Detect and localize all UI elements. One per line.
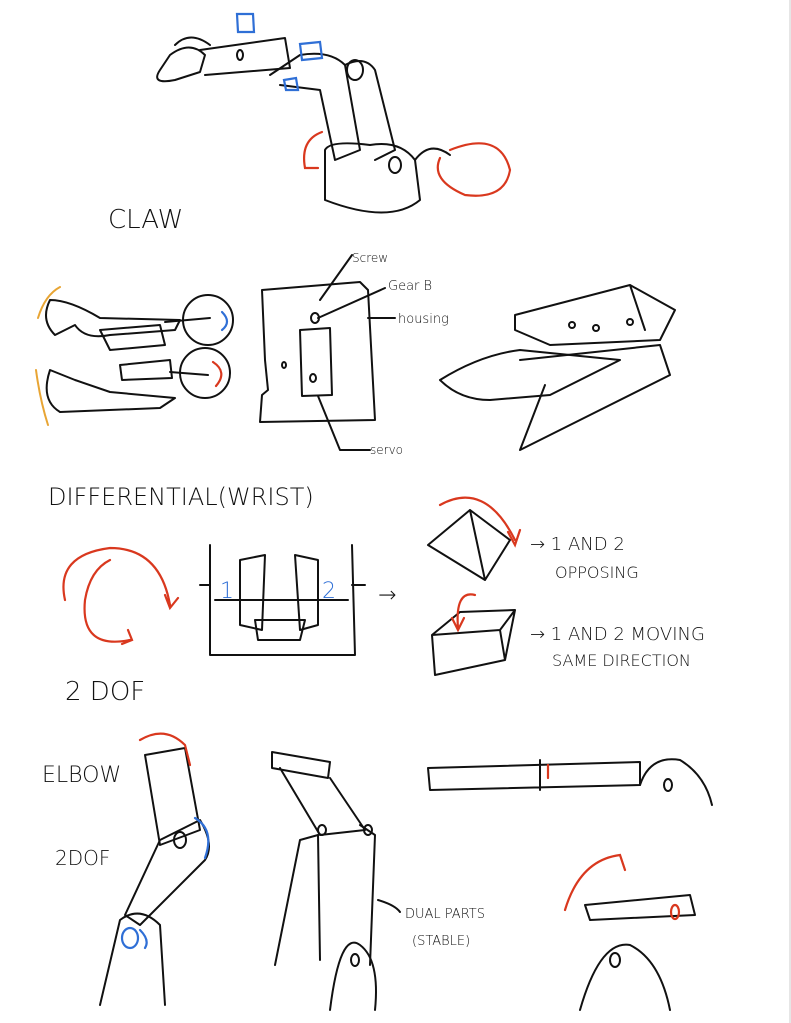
- opposing-note-2: OPPOSING: [555, 563, 639, 582]
- same-direction-note-1: → 1 AND 2 MOVING: [530, 624, 705, 645]
- label-gear-b: Gear B: [388, 279, 432, 294]
- claw-title: CLAW: [108, 205, 183, 235]
- differential-sketch: 2 DOF 1 2 → → 1 AND 2 OPPOSING → 1 AND 2…: [62, 496, 705, 707]
- differential-title: DIFFERENTIAL(WRIST): [48, 483, 314, 511]
- same-direction-note-2: SAME DIRECTION: [552, 651, 691, 670]
- dual-parts-label: DUAL PARTS: [405, 907, 485, 922]
- label-housing: housing: [398, 312, 449, 327]
- stable-label: (STABLE): [412, 934, 470, 949]
- elbow-sketch: DUAL PARTS (STABLE): [99, 732, 713, 1011]
- diff-arrow: →: [378, 583, 396, 608]
- elbow-dof: 2DOF: [55, 846, 110, 870]
- label-screw: Screw: [352, 251, 388, 265]
- gear-2-label: 2: [322, 579, 336, 604]
- opposing-note-1: → 1 AND 2: [530, 534, 625, 555]
- claw-sketch: Screw Gear B housing servo: [35, 251, 676, 457]
- elbow-title: ELBOW: [42, 763, 121, 788]
- arm-overview-sketch: [156, 12, 512, 214]
- differential-dof: 2 DOF: [65, 677, 145, 707]
- page-edge: [789, 0, 791, 1023]
- gear-1-label: 1: [220, 579, 234, 604]
- label-servo: servo: [370, 443, 403, 457]
